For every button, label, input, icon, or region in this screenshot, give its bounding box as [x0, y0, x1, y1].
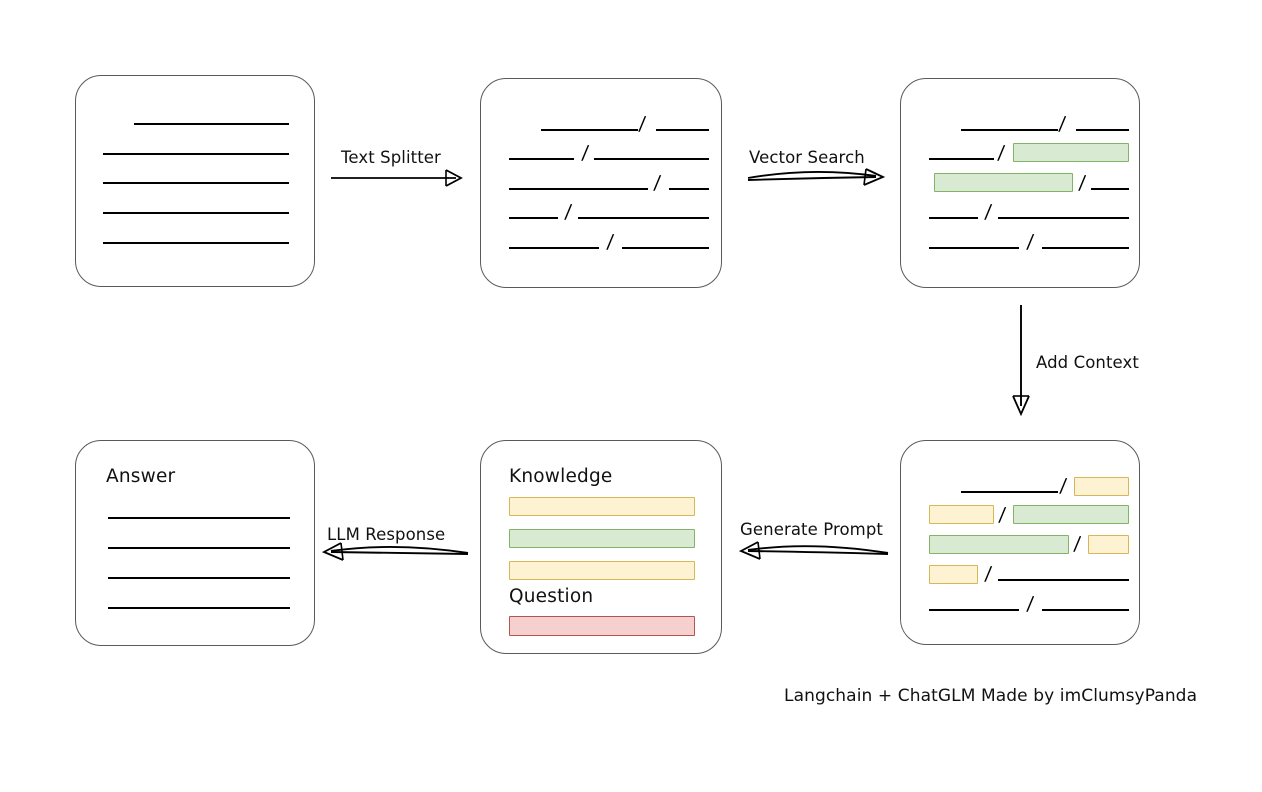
doc-line-segment	[961, 129, 1058, 131]
split-slash: /	[637, 113, 647, 135]
edge-label-generate-prompt: Generate Prompt	[740, 520, 883, 539]
knowledge-chip-yellow[interactable]	[509, 561, 695, 580]
arrow-text-splitter	[331, 169, 463, 187]
answer-heading: Answer	[106, 466, 176, 487]
knowledge-chip-yellow[interactable]	[509, 497, 695, 516]
node-split-document[interactable]: / / / / /	[480, 78, 722, 288]
node-source-document[interactable]	[75, 75, 315, 287]
doc-line-segment	[669, 188, 709, 190]
doc-line-segment	[509, 158, 574, 160]
split-slash: /	[997, 504, 1007, 526]
doc-line-segment	[656, 129, 709, 131]
doc-line-segment	[594, 158, 709, 160]
doc-line-segment	[541, 129, 638, 131]
retrieved-chunk-green[interactable]	[1013, 143, 1129, 162]
doc-line-segment	[622, 247, 709, 249]
edge-label-add-context: Add Context	[1036, 353, 1139, 372]
arrow-llm-response	[321, 542, 469, 561]
node-retrieved-document[interactable]: / / / / /	[900, 78, 1140, 288]
node-context-document[interactable]: / / / / /	[900, 440, 1140, 645]
edge-label-llm-response: LLM Response	[327, 525, 446, 544]
doc-line-segment	[961, 491, 1058, 493]
doc-line-segment	[509, 247, 599, 249]
answer-line	[108, 517, 290, 519]
context-chunk-yellow[interactable]	[929, 565, 978, 584]
node-answer-box[interactable]: Answer	[75, 440, 315, 646]
context-chunk-yellow[interactable]	[1074, 477, 1129, 496]
doc-line	[103, 182, 289, 184]
doc-line-segment	[509, 188, 648, 190]
doc-line-segment	[998, 217, 1129, 219]
question-heading: Question	[509, 586, 594, 607]
split-slash: /	[652, 172, 662, 194]
doc-line-segment	[998, 579, 1129, 581]
doc-line-segment	[1076, 129, 1129, 131]
question-chip-red[interactable]	[509, 616, 695, 636]
context-chunk-yellow[interactable]	[1088, 535, 1129, 554]
knowledge-chip-green[interactable]	[509, 529, 695, 548]
split-slash: /	[1072, 533, 1082, 555]
doc-line-segment	[1091, 188, 1129, 190]
split-slash: /	[983, 563, 993, 585]
doc-line-segment	[929, 247, 1019, 249]
doc-line-segment	[509, 217, 558, 219]
answer-line	[108, 547, 290, 549]
edge-label-text-splitter: Text Splitter	[341, 148, 441, 167]
context-chunk-green[interactable]	[929, 535, 1069, 554]
node-prompt-box[interactable]: Knowledge Question	[480, 440, 722, 654]
split-slash: /	[1057, 113, 1067, 135]
split-slash: /	[1025, 593, 1035, 615]
context-chunk-yellow[interactable]	[929, 505, 994, 524]
split-slash: /	[605, 231, 615, 253]
split-slash: /	[1025, 231, 1035, 253]
edge-label-vector-search: Vector Search	[749, 148, 865, 167]
split-slash: /	[983, 201, 993, 223]
knowledge-heading: Knowledge	[509, 466, 613, 487]
doc-line-segment	[578, 217, 709, 219]
split-slash: /	[996, 142, 1006, 164]
context-chunk-green[interactable]	[1013, 505, 1129, 524]
arrow-generate-prompt	[738, 541, 889, 560]
arrow-add-context	[1012, 305, 1030, 417]
split-slash: /	[580, 142, 590, 164]
footer-credit: Langchain + ChatGLM Made by imClumsyPand…	[784, 686, 1198, 706]
arrow-vector-search	[747, 168, 886, 186]
split-slash: /	[563, 201, 573, 223]
doc-line-segment	[929, 158, 994, 160]
split-slash: /	[1077, 172, 1087, 194]
doc-line-segment	[929, 609, 1019, 611]
answer-line	[108, 577, 290, 579]
doc-line	[103, 153, 289, 155]
doc-line	[134, 123, 289, 125]
doc-line	[103, 242, 289, 244]
doc-line-segment	[1042, 609, 1129, 611]
answer-line	[108, 607, 290, 609]
doc-line	[103, 212, 289, 214]
split-slash: /	[1058, 475, 1068, 497]
doc-line-segment	[1042, 247, 1129, 249]
retrieved-chunk-green[interactable]	[934, 173, 1073, 192]
doc-line-segment	[929, 217, 978, 219]
